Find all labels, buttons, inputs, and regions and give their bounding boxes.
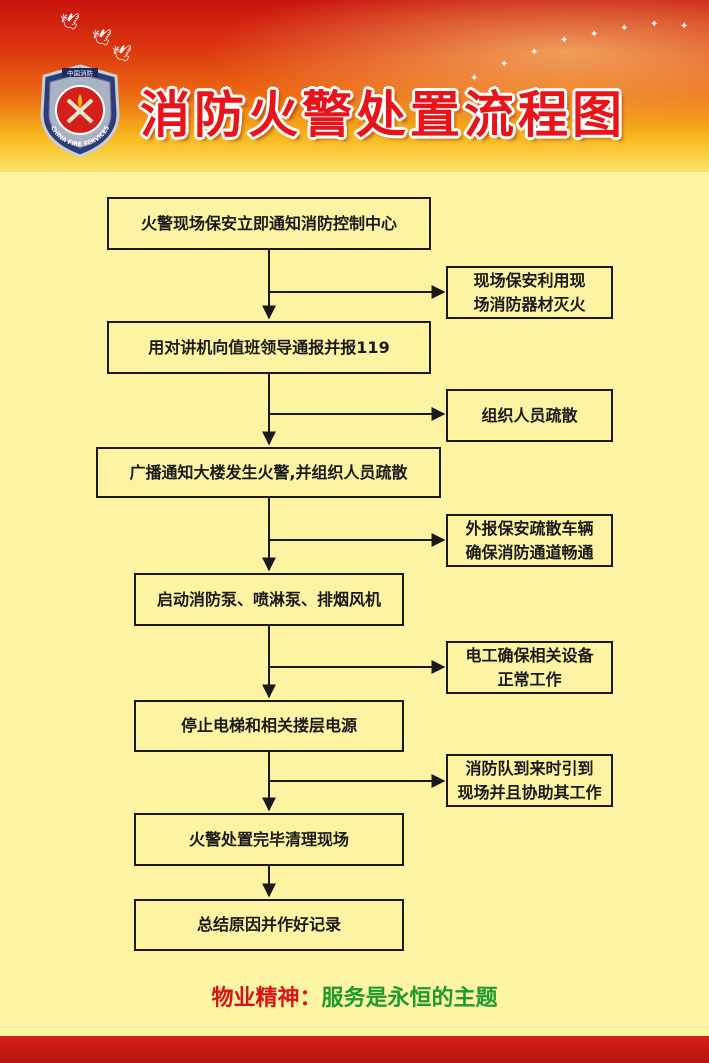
page-title: 消防火警处置流程图 [140, 86, 626, 144]
emblem-top-text: 中国消防 [67, 69, 94, 78]
side-step-line: 电工确保相关设备 [465, 645, 594, 665]
main-step-box: 火警处置完毕清理现场 [134, 813, 404, 866]
sparkle-icon: ✦ [500, 59, 509, 70]
slogan-text: 服务是永恒的主题 [321, 986, 498, 1011]
main-step-box: 总结原因并作好记录 [134, 899, 404, 951]
side-step-box: 电工确保相关设备 正常工作 [446, 641, 613, 694]
side-step-box: 消防队到来时引到 现场并且协助其工作 [446, 754, 613, 807]
side-step-line: 现场保安利用现 [473, 270, 586, 290]
side-step-line: 消防队到来时引到 [465, 758, 594, 778]
header-banner: 🕊 🕊 🕊 ✦ ✦ ✦ ✦ ✦ ✦ ✦ ✦ 中国消防 CHINA FIRE SE… [0, 0, 709, 172]
main-step-box: 广播通知大楼发生火警,并组织人员疏散 [96, 447, 441, 498]
header-glow [0, 0, 709, 172]
side-step-line: 确保消防通道畅通 [465, 542, 594, 562]
dove-icon: 🕊 [92, 28, 113, 47]
side-step-line: 正常工作 [497, 669, 562, 689]
sparkle-icon: ✦ [470, 73, 479, 84]
side-step-line: 外报保安疏散车辆 [465, 518, 594, 538]
side-step-box: 外报保安疏散车辆 确保消防通道畅通 [446, 514, 613, 567]
fire-services-emblem-icon: 中国消防 CHINA FIRE SERVICES [40, 64, 120, 158]
side-step-line: 组织人员疏散 [481, 405, 578, 425]
main-step-box: 用对讲机向值班领导通报并报119 [107, 321, 431, 374]
sparkle-icon: ✦ [650, 19, 659, 30]
side-step-line: 现场并且协助其工作 [457, 782, 602, 802]
main-step-box: 停止电梯和相关搂层电源 [134, 700, 404, 752]
dove-icon: 🕊 [60, 12, 81, 31]
slogan-label: 物业精神： [211, 986, 322, 1011]
main-step-box: 启动消防泵、喷淋泵、排烟风机 [134, 573, 404, 626]
sparkle-icon: ✦ [620, 23, 629, 34]
sparkle-icon: ✦ [680, 21, 689, 32]
sparkle-icon: ✦ [560, 35, 569, 46]
side-step-line: 场消防器材灭火 [473, 294, 586, 314]
sparkle-icon: ✦ [590, 29, 599, 40]
side-step-box: 现场保安利用现 场消防器材灭火 [446, 266, 613, 319]
footer-slogan: 物业精神：服务是永恒的主题 [0, 982, 709, 1016]
sparkle-icon: ✦ [530, 47, 539, 58]
main-step-box: 火警现场保安立即通知消防控制中心 [107, 197, 431, 250]
dove-icon: 🕊 [112, 44, 133, 63]
bottom-bar [0, 1036, 709, 1063]
side-step-box: 组织人员疏散 [446, 389, 613, 442]
